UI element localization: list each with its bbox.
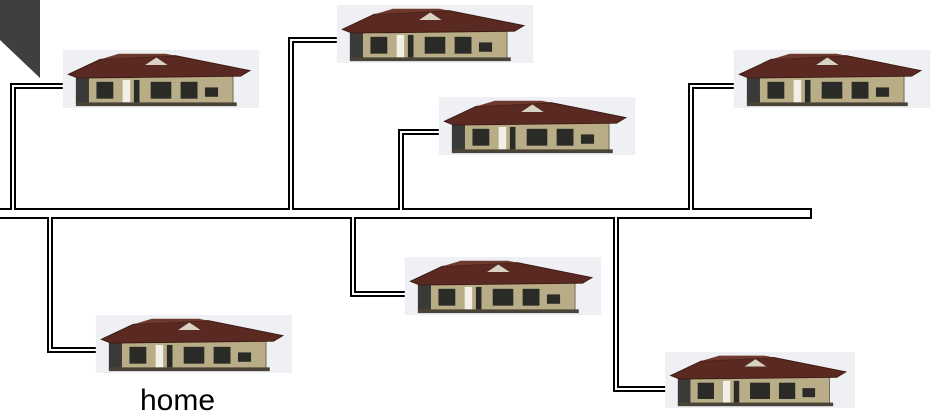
house-icon xyxy=(336,5,534,63)
house-icon xyxy=(62,50,260,108)
house-icon xyxy=(95,315,293,373)
home-label: home xyxy=(140,384,216,417)
drop-cable-3 xyxy=(398,129,440,209)
house-icon xyxy=(404,257,602,315)
house-icon xyxy=(664,352,856,408)
house-icon xyxy=(733,50,931,108)
backbone-cable xyxy=(0,208,812,219)
drop-cable-2 xyxy=(288,37,340,209)
drop-cable-5 xyxy=(47,218,100,353)
drop-cable-1 xyxy=(10,83,68,209)
drop-cable-7 xyxy=(613,218,668,392)
drop-cable-6 xyxy=(350,218,408,297)
cable-network-diagram xyxy=(0,0,931,408)
house-icon xyxy=(438,97,636,155)
drop-cable-4 xyxy=(688,83,740,209)
callout-pointer xyxy=(0,0,40,78)
